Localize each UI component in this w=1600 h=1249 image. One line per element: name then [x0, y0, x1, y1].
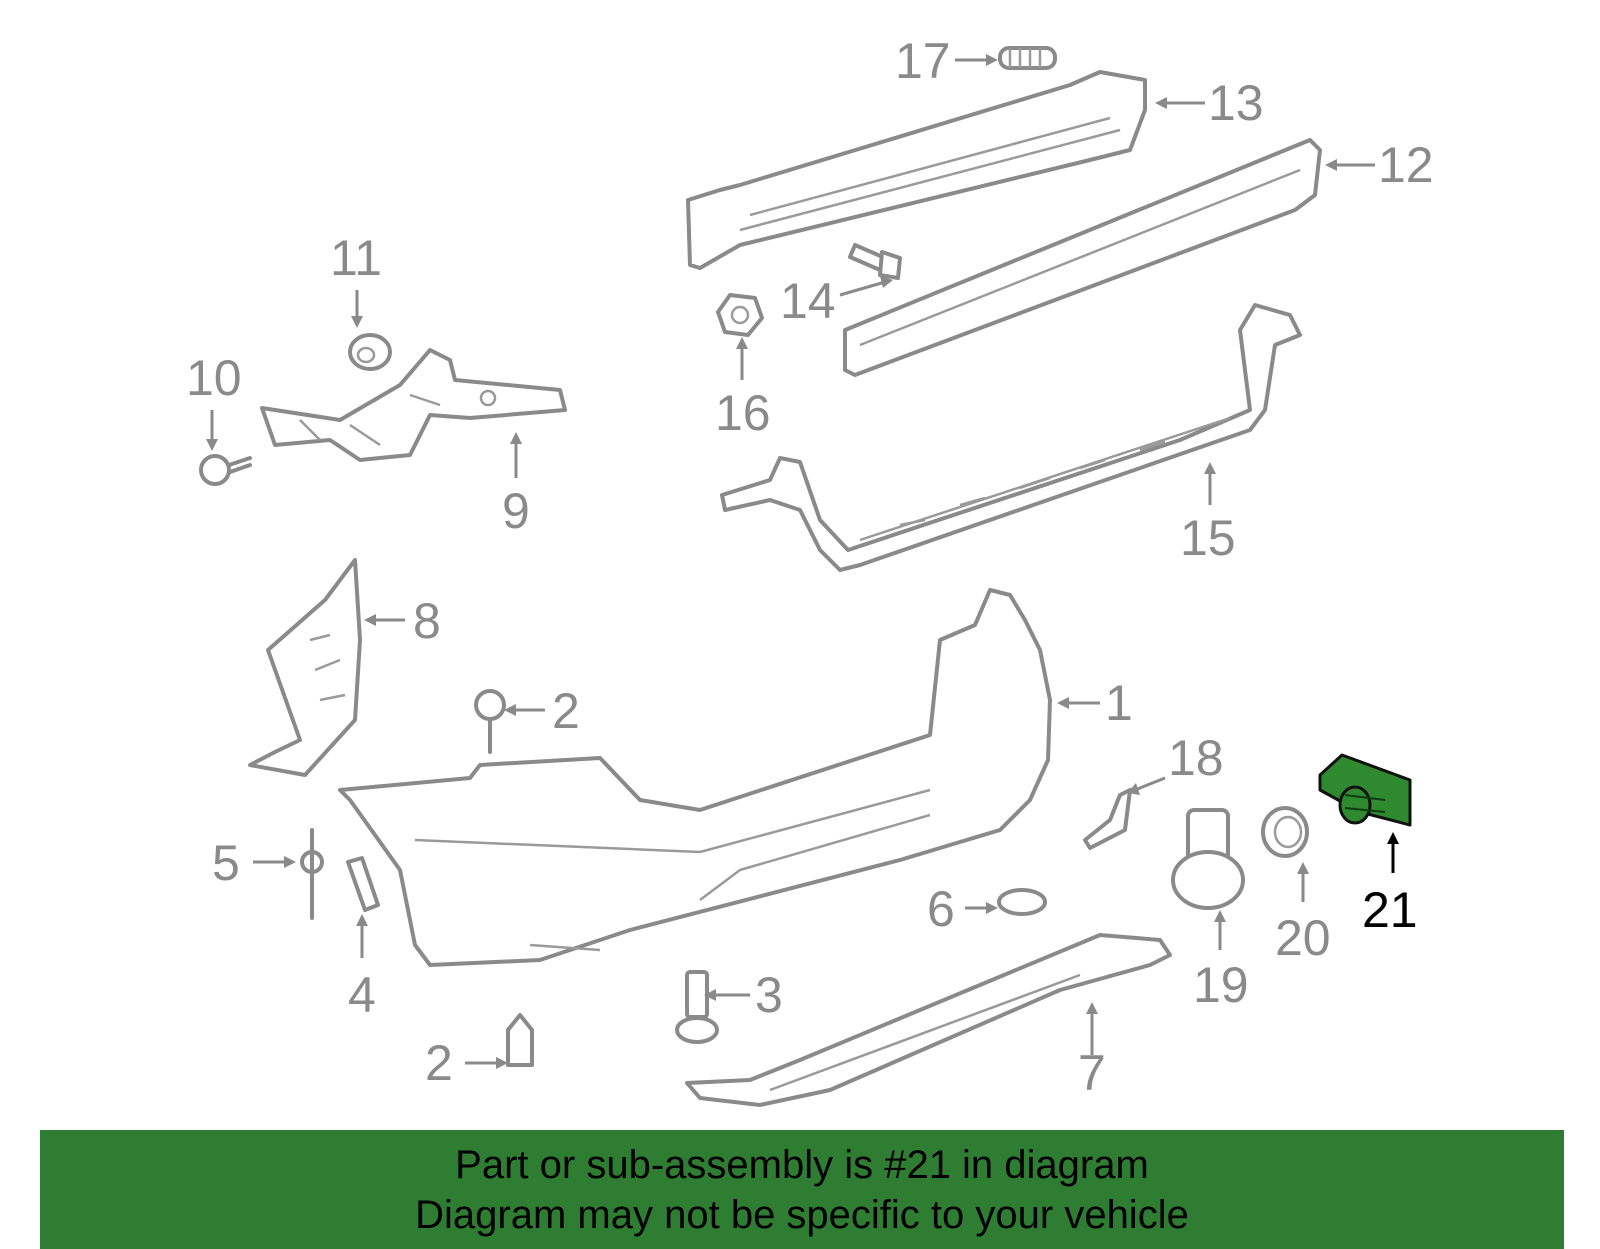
callout-18: 18 — [1168, 730, 1224, 786]
part-4-reflector — [346, 856, 380, 912]
callout-2-lower: 2 — [425, 1035, 453, 1091]
banner-line-disclaimer: Diagram may not be specific to your vehi… — [415, 1192, 1189, 1237]
part-17-bolt — [998, 46, 1057, 70]
callout-13: 13 — [1208, 75, 1264, 131]
callout-20: 20 — [1275, 910, 1331, 966]
part-info-banner: Part or sub-assembly is #21 in diagram D… — [40, 1130, 1564, 1249]
callout-7: 7 — [1078, 1045, 1106, 1101]
part-5-rivet — [300, 828, 324, 920]
callout-14: 14 — [780, 273, 836, 329]
callout-arrows — [206, 54, 1399, 1069]
part-14-bolt — [848, 243, 902, 280]
banner-line-part: Part or sub-assembly is #21 in diagram — [455, 1142, 1149, 1187]
part-6-cap — [997, 888, 1047, 916]
callout-8: 8 — [413, 593, 441, 649]
callout-labels: 17 13 12 14 11 10 16 9 15 8 2 1 18 5 6 2… — [186, 33, 1434, 1101]
part-7-diffuser — [685, 933, 1172, 1107]
part-13-reinforcement — [686, 70, 1147, 270]
part-20-ring — [1261, 806, 1309, 858]
callout-17: 17 — [895, 33, 951, 89]
part-15-lower-bracket — [720, 303, 1302, 572]
part-18-trim — [1083, 788, 1132, 850]
callout-6: 6 — [927, 881, 955, 937]
part-3-bolt — [675, 970, 719, 1044]
callout-1: 1 — [1105, 675, 1133, 731]
callout-11: 11 — [330, 230, 382, 286]
callout-10: 10 — [186, 350, 242, 406]
callout-2-upper: 2 — [552, 683, 580, 739]
callout-4: 4 — [348, 967, 376, 1023]
part-8-side-bracket — [248, 558, 362, 777]
callout-9: 9 — [502, 483, 530, 539]
callout-16: 16 — [715, 385, 771, 441]
callout-3: 3 — [755, 967, 783, 1023]
part-9-bracket — [260, 348, 567, 462]
part-12-absorber — [843, 138, 1322, 377]
part-19-sensor — [1171, 808, 1245, 910]
callout-15: 15 — [1180, 510, 1236, 566]
callout-19: 19 — [1193, 957, 1249, 1013]
callout-5: 5 — [212, 835, 240, 891]
part-1-bumper-cover — [338, 588, 1052, 967]
part-21-sensor-bracket — [1318, 753, 1412, 827]
part-2-screw-upper — [474, 689, 506, 754]
part-16-nut — [716, 293, 764, 337]
part-2-screw-lower — [506, 1013, 534, 1067]
part-10-screw — [199, 454, 252, 486]
part-11-clip — [348, 333, 392, 371]
callout-12: 12 — [1378, 137, 1434, 193]
callout-21: 21 — [1362, 882, 1418, 938]
